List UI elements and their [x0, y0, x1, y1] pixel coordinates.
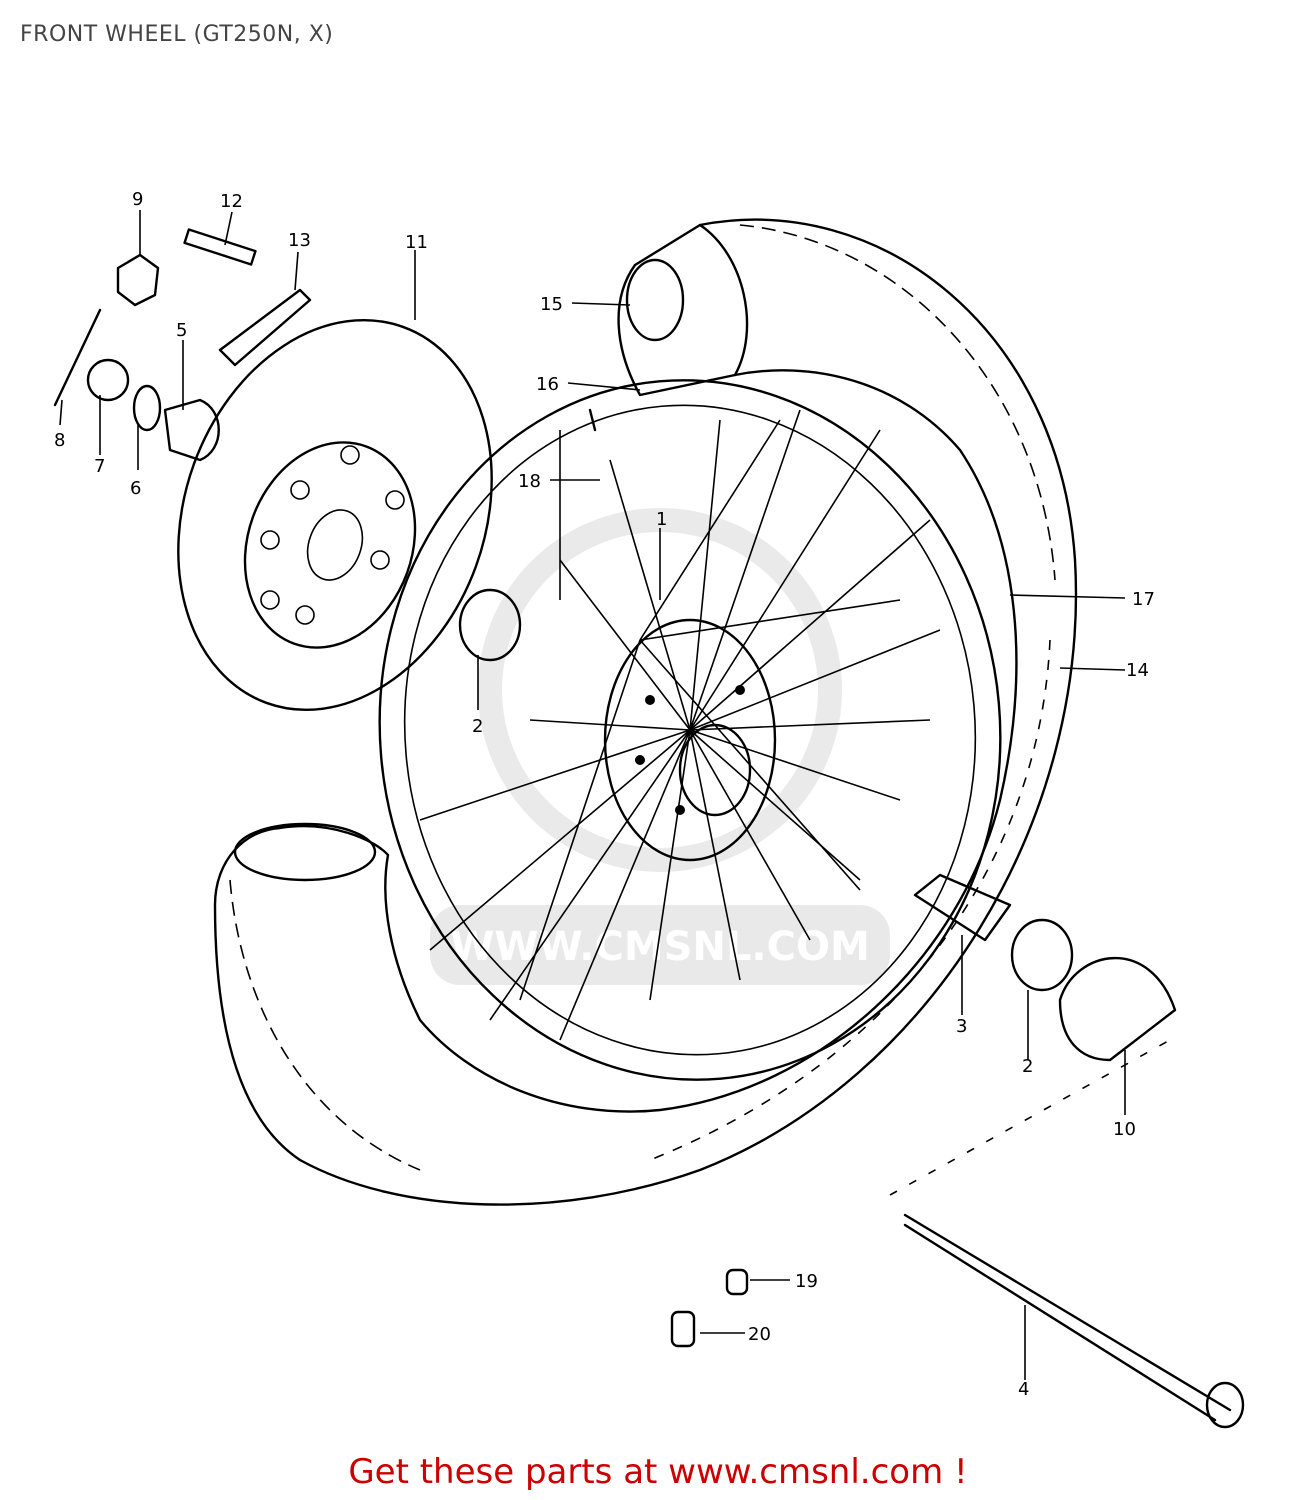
callout-label: 6 [130, 478, 141, 499]
callout-label: 19 [795, 1271, 818, 1292]
callout-label: 18 [518, 471, 541, 492]
hub [603, 618, 777, 862]
callout-label: 9 [132, 189, 143, 210]
rim [378, 379, 1002, 1081]
callout-label: 15 [540, 294, 563, 315]
callout-label: 4 [1018, 1379, 1029, 1400]
callout-label: 12 [220, 191, 243, 212]
page-title: FRONT WHEEL (GT250N, X) [20, 22, 334, 47]
callout-label: 16 [536, 374, 559, 395]
callout-labels: 9 12 13 11 15 16 18 1 5 8 7 6 2 17 14 3 … [54, 189, 1155, 1400]
callout-label: 8 [54, 430, 65, 451]
callout-label: 2 [1022, 1056, 1033, 1077]
callout-label: 1 [656, 509, 667, 530]
callout-label: 13 [288, 230, 311, 251]
leader-lines [59, 210, 1171, 1380]
callout-label: 11 [405, 232, 428, 253]
small-parts [53, 228, 1245, 1429]
callout-label: 14 [1126, 660, 1149, 681]
callout-label: 17 [1132, 589, 1155, 610]
brake-disc [177, 318, 493, 712]
footer-promo-link[interactable]: Get these parts at www.cmsnl.com ! [348, 1452, 968, 1492]
tire [213, 218, 1078, 1206]
valve-cap [617, 223, 749, 397]
callout-label: 7 [94, 456, 105, 477]
callout-label: 2 [472, 716, 483, 737]
callout-label: 3 [956, 1016, 967, 1037]
callout-label: 5 [176, 320, 187, 341]
callout-label: 10 [1113, 1119, 1136, 1140]
callout-label: 20 [748, 1324, 771, 1345]
